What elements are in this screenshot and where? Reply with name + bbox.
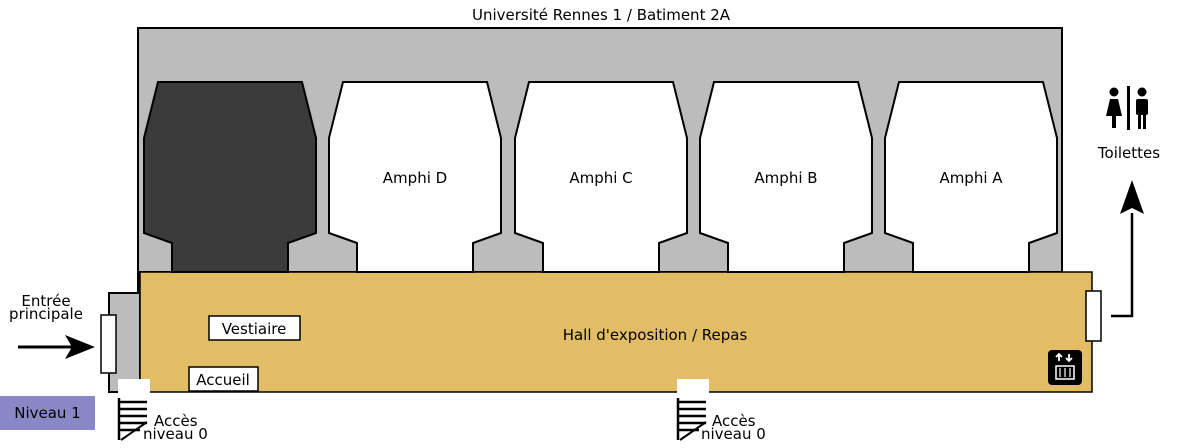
level-badge-background	[0, 396, 95, 430]
stairs-left-label-line1: Accès	[154, 412, 198, 430]
entrance-label-line1: Entrée	[21, 292, 70, 310]
stairs-access-middle[interactable]	[677, 379, 709, 393]
room-amphi-d[interactable]	[328, 81, 502, 273]
stairs-icon	[117, 398, 148, 441]
entrance-label-line2: principale	[9, 305, 83, 323]
restroom-icon[interactable]	[1106, 86, 1148, 130]
closed-lecture-hall	[143, 81, 317, 273]
room-amphi-c[interactable]	[514, 81, 688, 273]
stairs-middle-label-line1: Accès	[712, 412, 756, 430]
main-entrance-door[interactable]	[100, 314, 117, 374]
accueil-box[interactable]	[188, 366, 259, 392]
level-badge: Niveau 1	[14, 404, 81, 422]
stairs-left-label-line2: niveau 0	[143, 425, 208, 443]
elevator-icon[interactable]	[1048, 350, 1082, 385]
vestiaire-box[interactable]	[208, 315, 301, 341]
stairs-access-left[interactable]	[118, 379, 150, 393]
accueil-label: Accueil	[196, 371, 250, 389]
entrance-arrow-icon	[18, 335, 95, 359]
stairs-middle-label-line2: niveau 0	[701, 425, 766, 443]
room-label-amphi-c: Amphi C	[569, 169, 632, 187]
room-label-amphi-d: Amphi D	[383, 169, 447, 187]
building-title: Université Rennes 1 / Batiment 2A	[472, 6, 731, 24]
vestiaire-label: Vestiaire	[222, 320, 287, 338]
hall-label: Hall d'exposition / Repas	[563, 326, 748, 344]
toilet-exit-door[interactable]	[1085, 290, 1102, 342]
room-label-amphi-b: Amphi B	[754, 169, 817, 187]
toilet-direction-arrow-icon	[1111, 180, 1144, 318]
room-amphi-b[interactable]	[699, 81, 873, 273]
stairs-icon	[676, 398, 707, 441]
room-label-amphi-a: Amphi A	[939, 169, 1003, 187]
toilets-label: Toilettes	[1097, 144, 1160, 162]
room-amphi-a[interactable]	[884, 81, 1058, 273]
